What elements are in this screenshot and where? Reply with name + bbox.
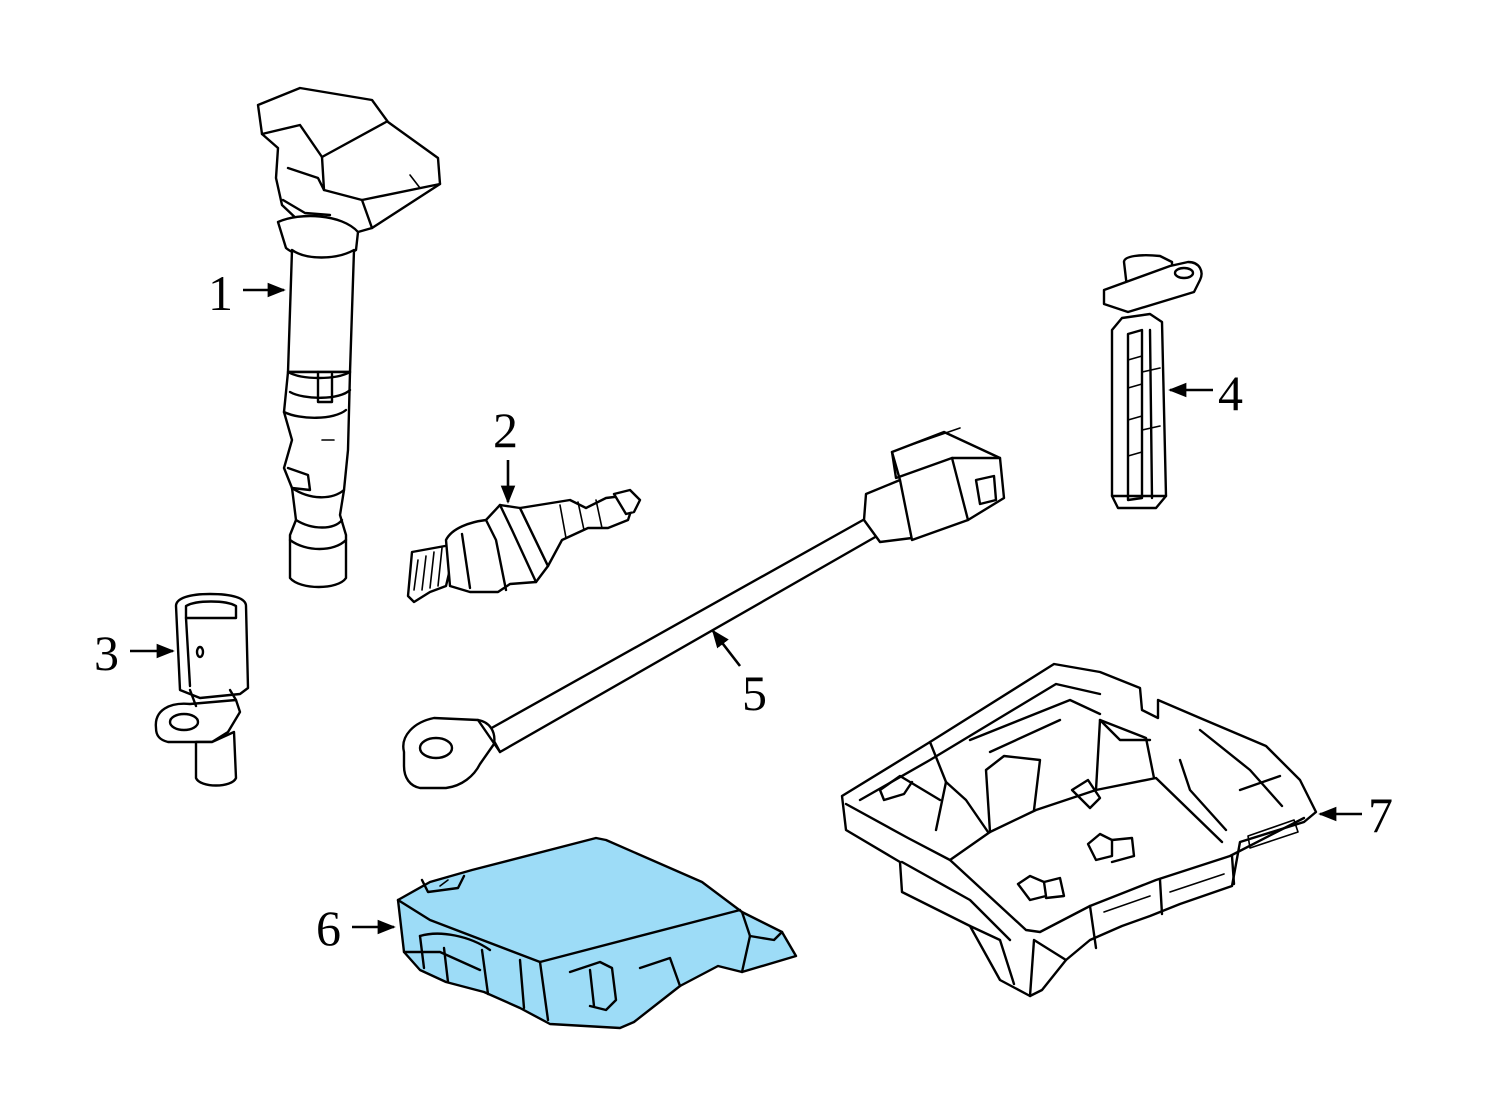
callout-1: 1: [208, 265, 233, 321]
callout-6: 6: [316, 900, 341, 956]
ignition-coil[interactable]: [256, 86, 442, 589]
engine-control-module[interactable]: [396, 836, 798, 1030]
knock-sensor[interactable]: [402, 427, 1006, 790]
crankshaft-position-sensor[interactable]: [154, 592, 250, 787]
callout-5: 5: [742, 665, 767, 721]
callout-7: 7: [1368, 787, 1393, 843]
callout-2: 2: [493, 402, 518, 458]
camshaft-position-sensor[interactable]: [1102, 254, 1203, 510]
leader-5: [711, 629, 742, 667]
ecm-bracket[interactable]: [840, 662, 1318, 998]
spark-plug[interactable]: [406, 488, 642, 604]
callout-4: 4: [1218, 365, 1243, 421]
callout-3: 3: [94, 625, 119, 681]
